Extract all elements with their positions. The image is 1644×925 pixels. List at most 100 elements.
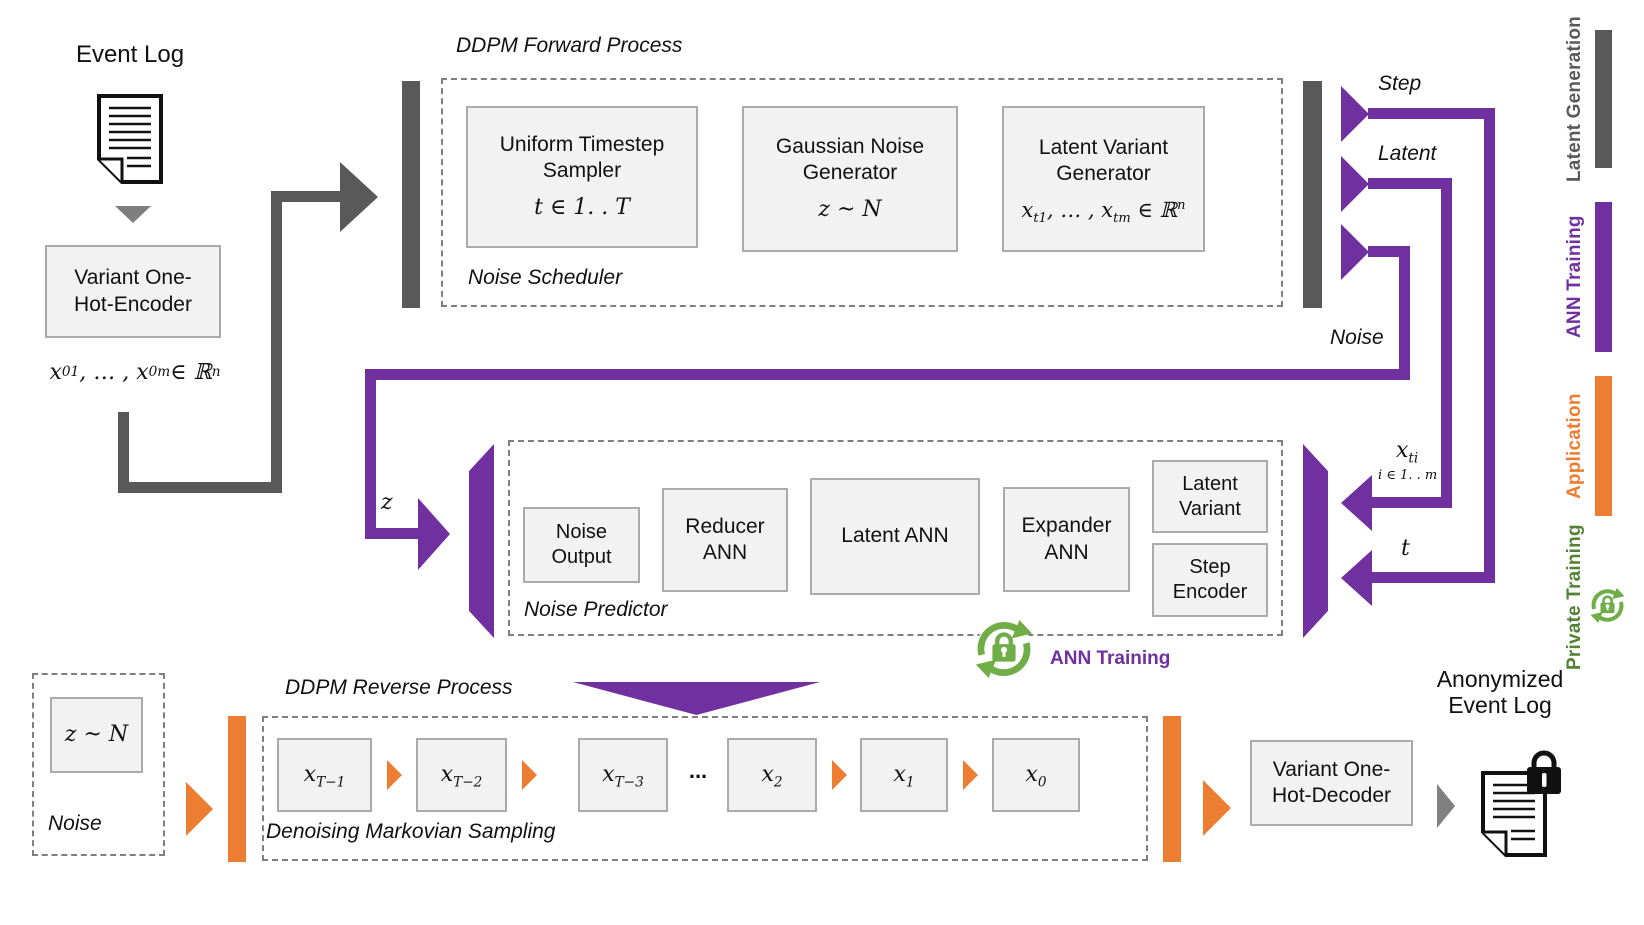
box-formula: z ~ N: [64, 722, 129, 748]
predictor-input-collector: [469, 444, 494, 638]
reverse-process-title: DDPM Reverse Process: [285, 676, 513, 699]
legend-latent-generation-label: Latent Generation: [1564, 16, 1585, 182]
box-label-line: Latent ANN: [841, 524, 949, 548]
purple-wire-segment: [365, 528, 420, 539]
latent-output-connector: [1341, 156, 1369, 212]
encoder-label-line1: Variant One-: [74, 266, 192, 290]
event-log-document-icon: [97, 94, 163, 184]
noise-output-connector: [1341, 224, 1369, 280]
purple-wire-segment: [1368, 246, 1410, 257]
purple-wire-segment: [1484, 108, 1495, 583]
uniform-timestep-sampler-box: Uniform Timestep Sampler t ∈ 1. . T: [466, 106, 698, 248]
event-log-title: Event Log: [75, 41, 185, 68]
t-wire-label: t: [1401, 536, 1410, 561]
box-formula: x2: [761, 762, 783, 791]
purple-wire-segment: [1399, 246, 1410, 380]
forward-output-bar: [1303, 81, 1322, 308]
gray-wire-segment: [118, 482, 282, 493]
noise-scheduler-label: Noise Scheduler: [468, 266, 623, 289]
latent-variant-box: Latent Variant: [1152, 460, 1268, 533]
forward-process-dashed-box: [441, 78, 1283, 307]
box-label-line: Output: [551, 546, 612, 568]
legend-latent-generation-bar: [1595, 30, 1612, 168]
box-label-line: Gaussian Noise: [775, 135, 925, 159]
box-label-line: Generator: [802, 161, 898, 185]
purple-wire-segment: [1441, 178, 1452, 508]
z-sample-box: z ~ N: [50, 697, 143, 773]
variant-one-hot-encoder-box: Variant One- Hot-Encoder: [45, 245, 221, 338]
purple-wire-segment: [365, 369, 1410, 380]
anonymized-title-line2: Event Log: [1448, 691, 1552, 718]
reverse-process-dashed-box: [262, 716, 1148, 861]
chain-box-x1: x1: [860, 738, 948, 812]
t-input-arrowhead: [1341, 550, 1372, 606]
box-formula: x0: [1025, 762, 1047, 791]
latent-ann-box: Latent ANN: [810, 478, 980, 595]
box-label-line: Variant: [1179, 497, 1241, 520]
legend-private-training-label: Private Training: [1564, 524, 1585, 670]
legend-application-bar: [1595, 376, 1612, 516]
training-flow-down-arrow: [573, 682, 820, 715]
xti-input-arrowhead: [1341, 475, 1372, 531]
noise-output-box: Noise Output: [523, 507, 640, 583]
chain-box-x0: x0: [992, 738, 1080, 812]
reverse-input-bar: [228, 716, 246, 862]
noise-predictor-label: Noise Predictor: [524, 598, 668, 621]
box-label-line: Latent Variant: [1038, 135, 1169, 159]
box-label-line: Generator: [1056, 161, 1151, 185]
box-formula: x1: [893, 762, 915, 791]
latent-variant-generator-box: Latent Variant Generator xt1, … , xtm ∈ …: [1002, 106, 1205, 252]
box-formula: t ∈ 1. . T: [534, 195, 630, 221]
box-label-line: Sampler: [542, 159, 622, 183]
z-input-arrowhead: [418, 498, 450, 570]
step-encoder-box: Step Encoder: [1152, 543, 1268, 617]
box-label-line: Encoder: [1172, 581, 1248, 603]
predictor-input-collector-right: [1303, 444, 1328, 638]
noise-predictor-dashed-box: [508, 440, 1283, 636]
gaussian-noise-generator-box: Gaussian Noise Generator z ~ N: [742, 106, 958, 252]
box-label-line: Expander: [1021, 514, 1112, 538]
noise-source-dashed-box: [32, 673, 165, 856]
chain-box-x2: x2: [727, 738, 817, 812]
noise-source-label: Noise: [48, 812, 102, 835]
gray-arrowhead-icon: [340, 162, 378, 232]
legend-private-training-lock-icon: [1590, 588, 1625, 623]
box-label-line: ANN: [1044, 540, 1089, 564]
reverse-output-bar: [1163, 716, 1181, 862]
box-label-line: Noise: [555, 521, 608, 544]
orange-arrowhead-icon: [186, 782, 213, 836]
purple-wire-segment: [1371, 572, 1495, 583]
legend-ann-training-label: ANN Training: [1564, 215, 1585, 339]
box-label-line: ANN: [702, 541, 748, 564]
chain-box-xT2: xT−2: [416, 738, 507, 812]
purple-wire-segment: [1368, 178, 1452, 189]
variant-one-hot-decoder-box: Variant One- Hot-Decoder: [1250, 740, 1413, 826]
ann-training-label: ANN Training: [1050, 648, 1171, 669]
secure-training-lock-icon: [975, 620, 1033, 678]
encoder-label-line2: Hot-Encoder: [74, 292, 192, 316]
denoising-sampling-label: Denoising Markovian Sampling: [266, 820, 556, 843]
step-output-connector: [1341, 86, 1369, 142]
gray-wire-segment: [271, 196, 282, 493]
step-wire-label: Step: [1378, 72, 1422, 95]
box-formula: xT−1: [303, 762, 346, 791]
anonymized-log-title: Anonymized Event Log: [1420, 666, 1580, 718]
box-formula: xT−2: [440, 762, 483, 791]
gray-wire-segment: [118, 412, 129, 493]
purple-wire-segment: [1368, 108, 1495, 119]
z-wire-label: z: [381, 490, 393, 515]
forward-process-title: DDPM Forward Process: [456, 34, 683, 57]
box-formula: z ~ N: [818, 197, 882, 223]
gray-arrowhead-icon: [1437, 784, 1455, 828]
anonymized-document-lock-icon: [1481, 750, 1561, 857]
orange-arrowhead-icon: [1203, 780, 1231, 836]
legend-application-label: Application: [1564, 393, 1585, 499]
noise-wire-label: Noise: [1330, 326, 1384, 349]
chain-box-xT1: xT−1: [277, 738, 372, 812]
expander-ann-box: Expander ANN: [1003, 487, 1130, 592]
box-formula: xt1, … , xtm ∈ ℝn: [1021, 198, 1186, 227]
legend-ann-training-bar: [1595, 202, 1612, 352]
box-formula: xT−3: [602, 762, 644, 791]
